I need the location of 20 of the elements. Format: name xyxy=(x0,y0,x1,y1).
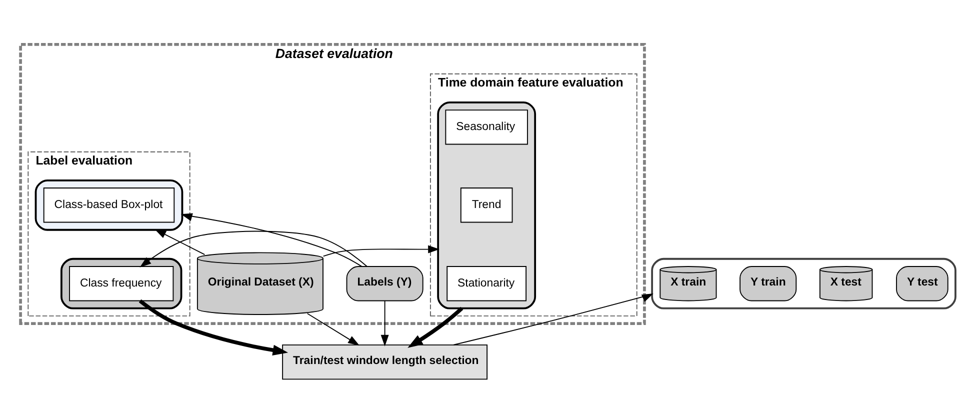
arrow xyxy=(138,298,288,355)
arrow xyxy=(306,312,360,346)
node-box: Class-based Box-plot xyxy=(43,187,175,222)
node-box: Y train xyxy=(740,266,797,301)
node-box: Seasonality xyxy=(445,109,528,144)
node-box: Train/test window length selection xyxy=(282,344,488,380)
cluster xyxy=(651,257,956,309)
arrow xyxy=(322,244,440,256)
node-box: Class frequency xyxy=(69,266,174,301)
arrow xyxy=(140,230,368,267)
cluster xyxy=(34,178,184,230)
node-box: Labels (Y) xyxy=(346,266,424,301)
arrow xyxy=(154,228,206,254)
arrow xyxy=(380,300,389,346)
node-box: Y test xyxy=(896,266,948,301)
cluster xyxy=(437,100,536,309)
arrow xyxy=(180,212,362,266)
arrow xyxy=(453,293,654,345)
node-box: Stationarity xyxy=(446,266,527,301)
node-box: Trend xyxy=(460,187,513,222)
